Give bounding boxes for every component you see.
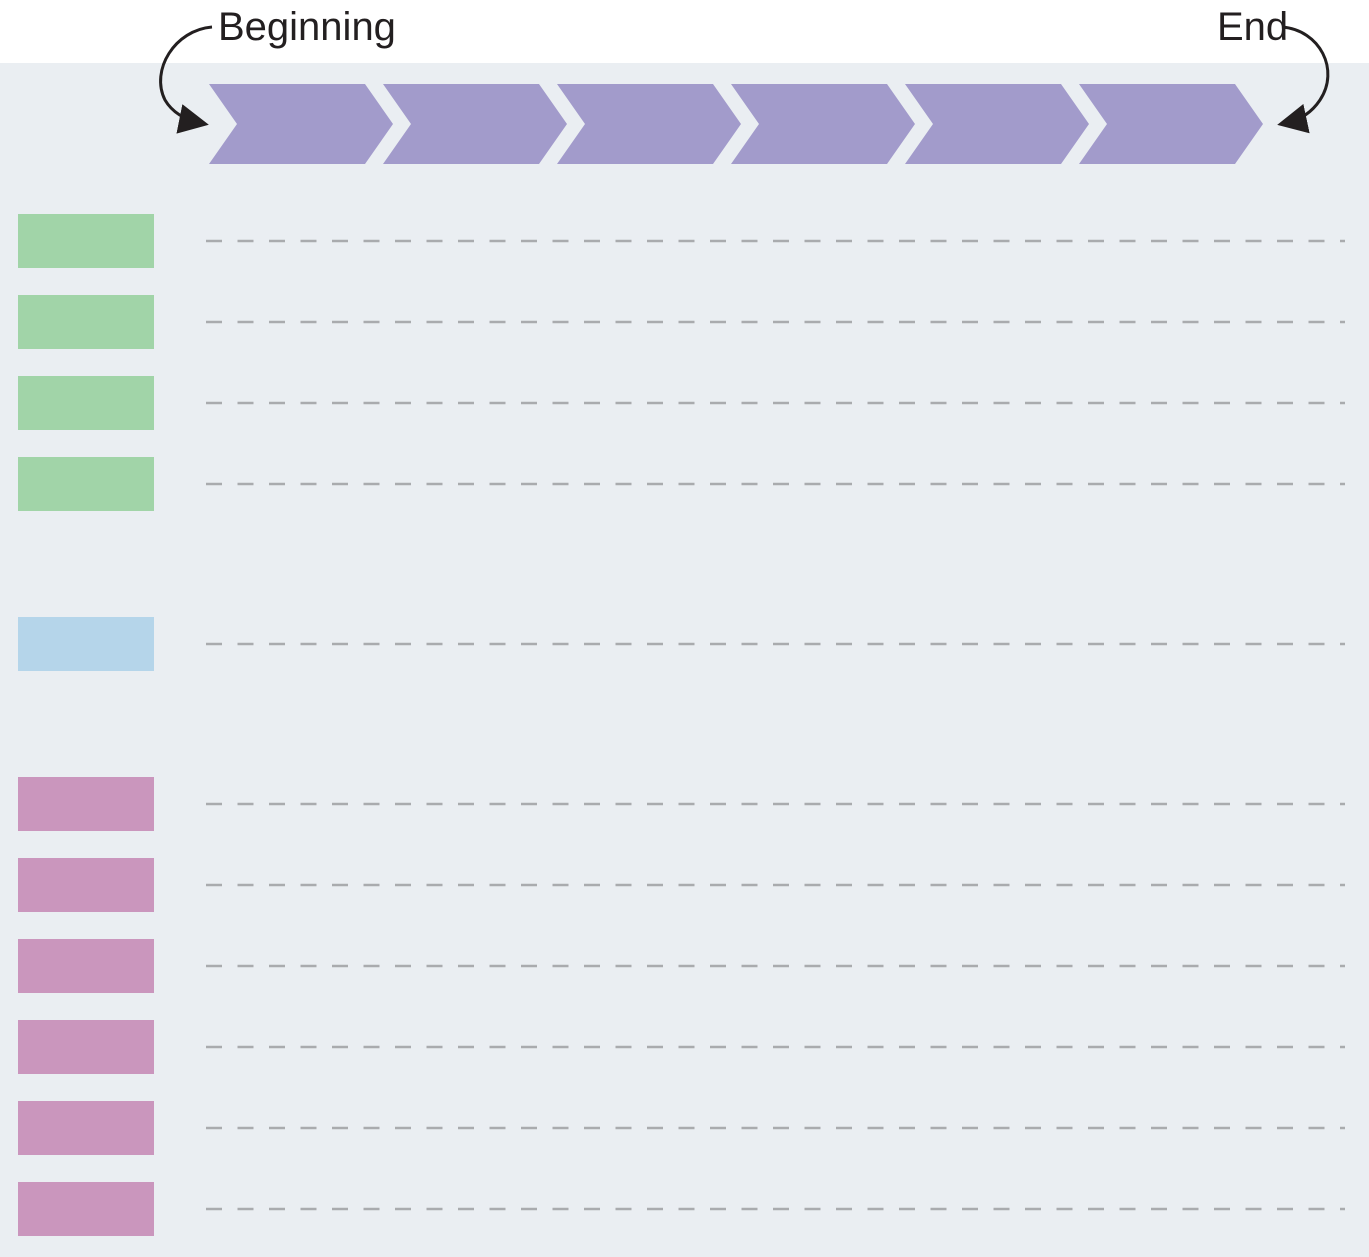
category-rows	[18, 214, 1345, 1236]
timeline-chevron-2	[383, 84, 567, 164]
diagram-canvas	[0, 63, 1369, 1257]
category-block-green	[18, 295, 154, 349]
timeline-chevron-6	[1079, 84, 1263, 164]
timeline-chevron-1	[209, 84, 393, 164]
category-block-pink	[18, 1020, 154, 1074]
category-block-pink	[18, 858, 154, 912]
timeline-chevron-5	[905, 84, 1089, 164]
timeline-chevrons	[209, 84, 1263, 164]
end-arrow	[1277, 25, 1330, 134]
beginning-label: Beginning	[218, 5, 396, 49]
category-block-pink	[18, 1101, 154, 1155]
timeline-chevron-4	[731, 84, 915, 164]
category-block-green	[18, 457, 154, 511]
end-label: End	[1217, 5, 1288, 49]
beginning-arrow	[159, 25, 213, 134]
category-block-pink	[18, 939, 154, 993]
category-block-pink	[18, 777, 154, 831]
category-block-green	[18, 214, 154, 268]
category-block-blue	[18, 617, 154, 671]
category-block-pink	[18, 1182, 154, 1236]
category-block-green	[18, 376, 154, 430]
timeline-chevron-3	[557, 84, 741, 164]
